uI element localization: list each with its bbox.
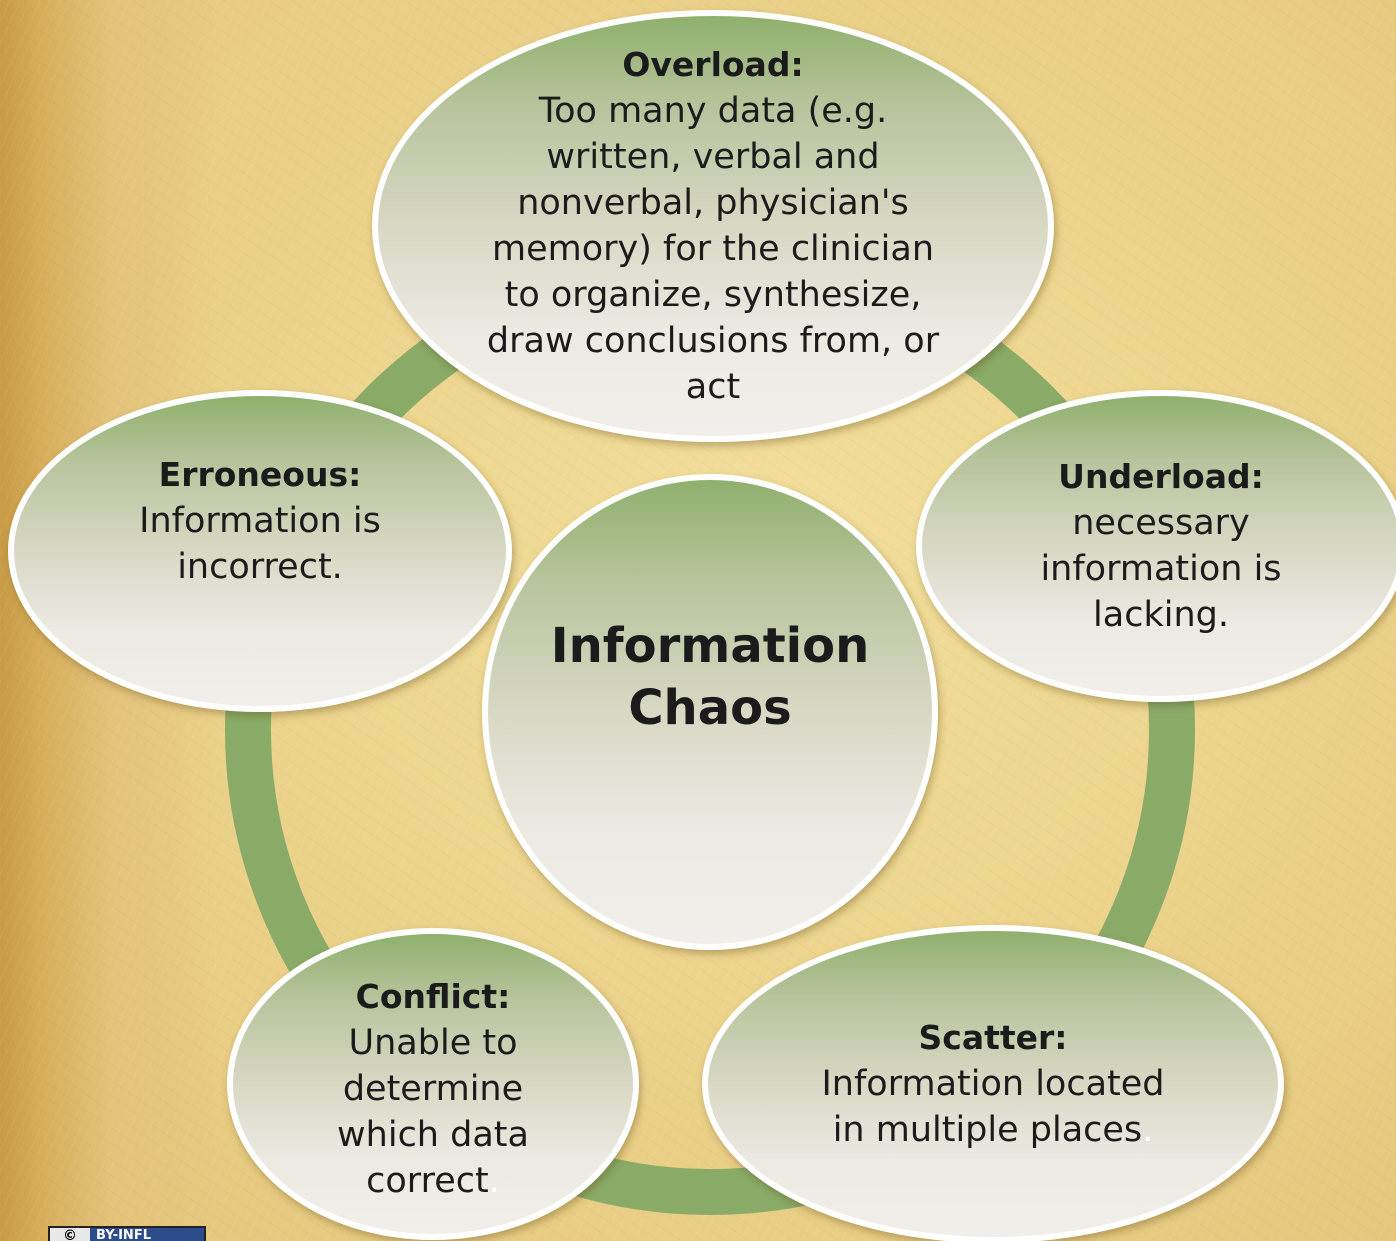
node-underload-title: Underload: <box>1058 457 1264 496</box>
license-label: BY-INFL <box>90 1228 204 1241</box>
node-center: Information Chaos <box>482 474 938 950</box>
node-underload-text: necessary information is lacking. <box>1040 503 1282 635</box>
node-underload: Underload: necessary information is lack… <box>916 390 1396 702</box>
center-title: Information Chaos <box>550 618 870 736</box>
node-scatter-title: Scatter: <box>918 1018 1068 1057</box>
node-erroneous: Erroneous: Information is incorrect. <box>8 390 512 712</box>
node-conflict-trailing: . <box>488 1161 500 1201</box>
node-overload: Overload: Too many data (e.g. written, v… <box>372 10 1054 442</box>
node-scatter-trailing: . <box>1142 1110 1154 1150</box>
node-erroneous-text: Information is incorrect. <box>139 501 381 587</box>
node-scatter: Scatter: Information located in multiple… <box>702 925 1284 1241</box>
node-conflict-text-wrap: Unable to determine which data correct. <box>323 1020 543 1204</box>
node-erroneous-title: Erroneous: <box>158 455 362 494</box>
node-conflict-text: Unable to determine which data correct <box>337 1023 529 1201</box>
cc-icon: © <box>50 1228 90 1241</box>
license-badge[interactable]: © BY-INFL <box>48 1226 206 1241</box>
node-conflict: Conflict: Unable to determine which data… <box>227 928 639 1240</box>
node-conflict-title: Conflict: <box>355 977 511 1016</box>
node-scatter-text-wrap: Information located in multiple places. <box>803 1061 1183 1153</box>
node-overload-text: Too many data (e.g. written, verbal and … <box>486 91 940 407</box>
node-overload-title: Overload: <box>622 45 804 84</box>
node-scatter-text: Information located in multiple places <box>821 1064 1165 1150</box>
